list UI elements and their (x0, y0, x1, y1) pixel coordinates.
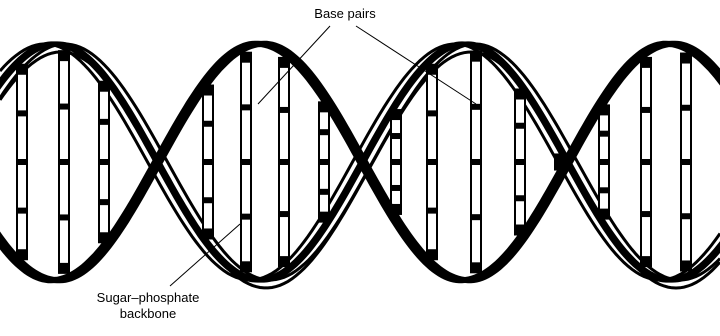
base-pair-11 (515, 89, 525, 234)
base-pairs-label: Base pairs (314, 6, 376, 21)
base-pair-15 (681, 54, 691, 271)
base-pair-3 (99, 82, 109, 243)
base-pair-8 (391, 110, 401, 214)
base-pair-14 (641, 58, 651, 266)
base-pair-4 (203, 86, 213, 239)
base-pair-1 (17, 65, 27, 259)
backbone-label-line1: Sugar–phosphate (97, 290, 200, 305)
base-pair-9 (427, 65, 437, 259)
base-pair-10 (471, 52, 481, 273)
base-pair-7 (319, 102, 329, 221)
base-pair-2 (59, 51, 69, 273)
base-pair-13 (599, 105, 609, 218)
base-pair-6 (279, 58, 289, 266)
base-pair-5 (241, 53, 251, 272)
backbone-label-line2: backbone (120, 306, 176, 321)
